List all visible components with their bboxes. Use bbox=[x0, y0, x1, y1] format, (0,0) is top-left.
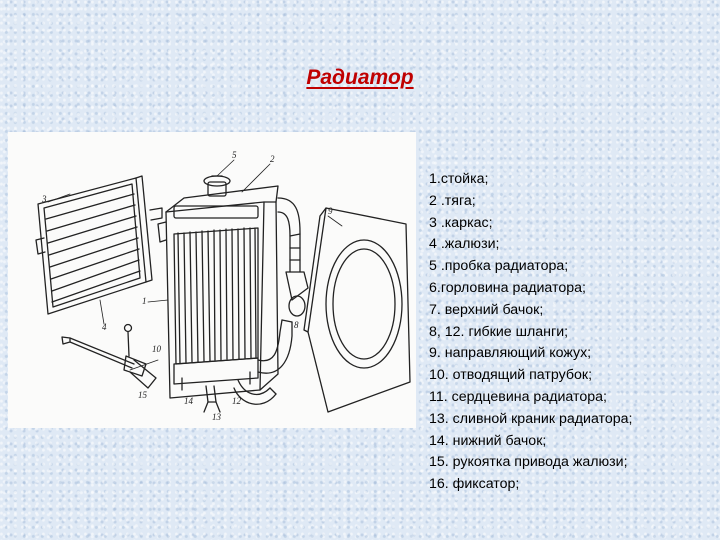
legend-item: 4 .жалюзи; bbox=[429, 236, 500, 253]
callout-15: 15 bbox=[138, 390, 148, 400]
legend-item: 2 .тяга; bbox=[429, 192, 476, 209]
callout-1: 1 bbox=[142, 296, 147, 306]
callout-5: 5 bbox=[232, 150, 237, 160]
radiator-exploded-view: 5 2 3 4 9 1 10 15 14 13 12 8 bbox=[35, 150, 411, 422]
callout-12: 12 bbox=[232, 396, 242, 406]
louvre-shutters bbox=[35, 175, 163, 315]
callout-13: 13 bbox=[212, 412, 222, 422]
callout-9: 9 bbox=[328, 206, 333, 216]
legend-item: 8, 12. гибкие шланги; bbox=[429, 323, 569, 340]
legend-item: 5 .пробка радиатора; bbox=[429, 258, 569, 275]
callout-3: 3 bbox=[41, 194, 47, 204]
legend-item: 1.стойка; bbox=[429, 171, 489, 187]
lower-hoses bbox=[233, 319, 293, 405]
legend-item: 3 .каркас; bbox=[429, 214, 493, 231]
callout-8: 8 bbox=[294, 320, 299, 330]
legend-item: 14. нижний бачок; bbox=[429, 432, 547, 449]
legend-item: 16. фиксатор; bbox=[429, 476, 520, 493]
legend-item: 15. рукоятка привода жалюзи; bbox=[429, 454, 628, 471]
callout-numbers: 5 2 3 4 9 1 10 15 14 13 12 8 bbox=[41, 150, 333, 422]
fan-shroud bbox=[303, 207, 411, 413]
radiator-body bbox=[157, 175, 279, 413]
shutter-drive-rod bbox=[61, 323, 157, 389]
callout-4: 4 bbox=[102, 322, 107, 332]
legend-item: 11. сердцевина радиатора; bbox=[429, 388, 607, 405]
legend-item: 9. направляющий кожух; bbox=[429, 345, 592, 362]
callout-10: 10 bbox=[152, 344, 162, 354]
slide-title: Радиатор bbox=[306, 66, 414, 90]
callout-14: 14 bbox=[184, 396, 194, 406]
legend-item: 7. верхний бачок; bbox=[429, 301, 544, 318]
legend-item: 13. сливной краник радиатора; bbox=[429, 410, 633, 427]
parts-legend: 1.стойка; 2 .тяга; 3 .каркас; 4 .жалюзи;… bbox=[429, 169, 633, 496]
legend-item: 10. отводящий патрубок; bbox=[429, 367, 593, 384]
callout-2: 2 bbox=[270, 154, 275, 164]
upper-hose bbox=[277, 197, 309, 317]
radiator-drawing: 5 2 3 4 9 1 10 15 14 13 12 8 bbox=[8, 132, 416, 428]
legend-item: 6.горловина радиатора; bbox=[429, 279, 586, 296]
